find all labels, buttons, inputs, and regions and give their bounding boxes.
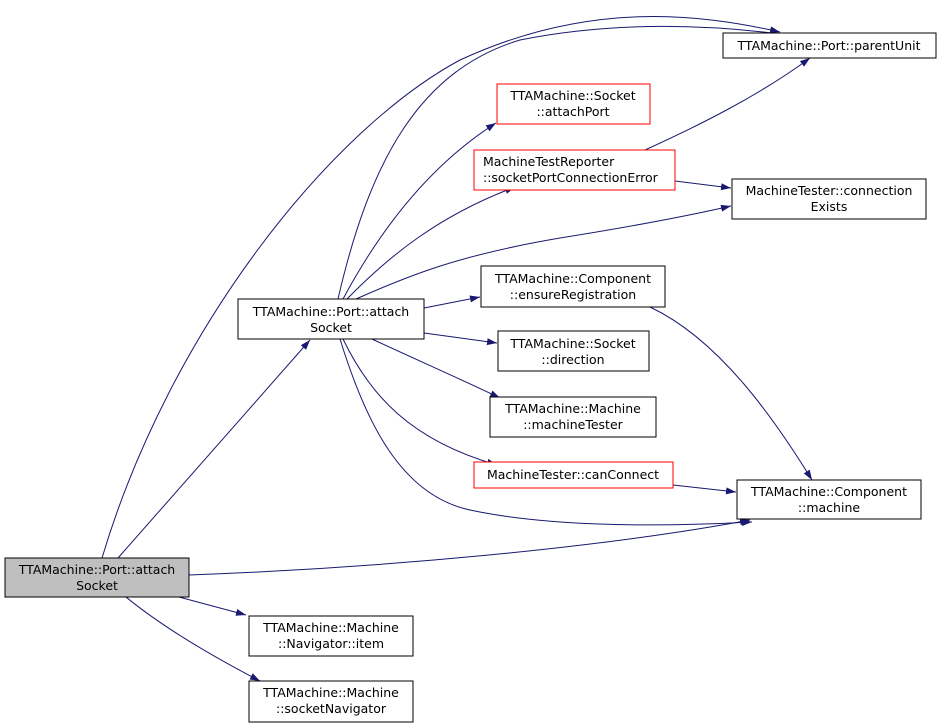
- node-socket-attachport-label-1: TTAMachine::Socket: [509, 88, 635, 103]
- node-compmachine-label-1: TTAMachine::Component: [750, 484, 907, 499]
- node-socket-navigator[interactable]: TTAMachine::Machine ::socketNavigator: [248, 680, 414, 723]
- node-ensure-registration[interactable]: TTAMachine::Component ::ensureRegistrati…: [480, 265, 666, 308]
- edge-ensurereg-to-component-machine: [649, 306, 813, 481]
- node-machinetester-label-2: ::machineTester: [523, 417, 623, 432]
- node-attach2-label-2: Socket: [310, 320, 352, 335]
- edge-attach2-to-direction: [423, 332, 498, 346]
- edge-root-to-navigator-item: [178, 596, 247, 616]
- node-canconnect-label: MachineTester::canConnect: [487, 467, 659, 482]
- node-attach-socket[interactable]: TTAMachine::Port::attach Socket: [237, 298, 425, 340]
- edge-attach2-to-socket-attachport: [342, 122, 497, 300]
- node-compmachine-label-2: ::machine: [798, 500, 860, 515]
- edge-attach2-to-reporter: [346, 186, 516, 300]
- node-direction-label-1: TTAMachine::Socket: [509, 336, 635, 351]
- edge-root-to-attach2: [117, 339, 311, 559]
- node-socket-attachport-label-2: ::attachPort: [536, 104, 609, 119]
- node-root-label-2: Socket: [76, 578, 118, 593]
- edge-root-to-parentunit: [101, 16, 781, 559]
- node-root-label-1: TTAMachine::Port::attach: [18, 562, 176, 577]
- node-direction-label-2: ::direction: [541, 352, 604, 367]
- node-navitem-label-2: ::Navigator::item: [278, 636, 384, 651]
- node-socket-attach-port[interactable]: TTAMachine::Socket ::attachPort: [496, 83, 651, 125]
- node-socket-direction[interactable]: TTAMachine::Socket ::direction: [497, 330, 650, 372]
- node-ensurereg-label-2: ::ensureRegistration: [510, 287, 636, 302]
- edge-attach2-to-connexists: [355, 204, 732, 300]
- node-port-parent-unit[interactable]: TTAMachine::Port::parentUnit: [722, 32, 937, 59]
- edge-canconnect-to-component-machine: [672, 484, 737, 495]
- edge-root-to-component-machine: [188, 518, 751, 576]
- node-can-connect[interactable]: MachineTester::canConnect: [473, 461, 674, 489]
- node-navitem-label-1: TTAMachine::Machine: [262, 620, 399, 635]
- node-component-machine[interactable]: TTAMachine::Component ::machine: [736, 479, 922, 520]
- node-ensurereg-label-1: TTAMachine::Component: [494, 271, 651, 286]
- edge-attach2-to-canconnect: [342, 338, 498, 466]
- edge-attach2-to-ensurereg: [423, 295, 481, 309]
- edge-attach2-to-machinetester: [371, 338, 501, 399]
- edge-reporter-to-connexists: [674, 180, 732, 191]
- edge-attach2-to-parentunit: [337, 25, 781, 300]
- node-socketnav-label-2: ::socketNavigator: [276, 701, 387, 716]
- node-connexists-label-1: MachineTester::connection: [746, 183, 913, 198]
- node-reporter-label-1: MachineTestReporter: [483, 154, 615, 169]
- edge-root-to-socket-navigator: [125, 596, 261, 682]
- node-machine-tester[interactable]: TTAMachine::Machine ::machineTester: [489, 396, 657, 438]
- node-attach2-label-1: TTAMachine::Port::attach: [252, 304, 410, 319]
- node-connection-exists[interactable]: MachineTester::connection Exists: [731, 178, 927, 220]
- node-root-attach-socket[interactable]: TTAMachine::Port::attach Socket: [4, 557, 190, 598]
- node-parentunit-label: TTAMachine::Port::parentUnit: [736, 38, 920, 53]
- node-navigator-item[interactable]: TTAMachine::Machine ::Navigator::item: [248, 615, 414, 657]
- edge-reporter-to-parentunit: [644, 57, 811, 151]
- edge-attach2-to-component-machine: [339, 338, 753, 527]
- node-reporter-label-2: ::socketPortConnectionError: [483, 170, 659, 185]
- node-socketnav-label-1: TTAMachine::Machine: [262, 685, 399, 700]
- node-reporter-socket-port-connection-error[interactable]: MachineTestReporter ::socketPortConnecti…: [473, 149, 676, 191]
- node-connexists-label-2: Exists: [811, 199, 848, 214]
- node-machinetester-label-1: TTAMachine::Machine: [504, 401, 641, 416]
